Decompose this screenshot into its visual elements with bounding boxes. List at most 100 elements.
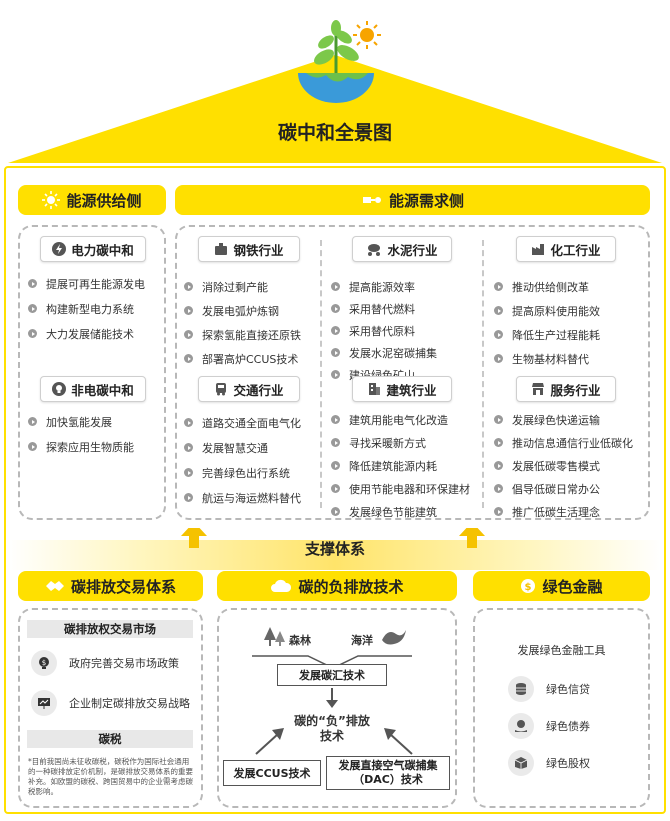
- list-item: 寻找采暖新方式: [327, 435, 470, 451]
- coin-stack-icon: [508, 676, 534, 702]
- list-item: 发展电弧炉炼钢: [180, 303, 301, 319]
- list-item: 降低建筑能源内耗: [327, 458, 470, 474]
- finance-tools-label: 发展绿色金融工具: [517, 644, 606, 657]
- carbon-tax-label: 碳税: [27, 730, 193, 748]
- power-list: 提展可再生能源发电 构建新型电力系统 大力发展储能技术: [24, 276, 145, 342]
- column-divider: [320, 240, 322, 508]
- supply-side-header: 能源供给侧: [18, 185, 166, 215]
- list-item: 采用替代燃料: [327, 301, 437, 317]
- list-item: 发展水泥窑碳捕集: [327, 345, 437, 361]
- box-icon: [508, 750, 534, 776]
- green-finance-header: $ 绿色金融: [473, 571, 650, 601]
- list-item: 推动供给侧改革: [490, 279, 600, 295]
- sun-icon: [42, 191, 61, 209]
- list-item: 使用节能电器和环保建材: [327, 481, 470, 497]
- green-finance-panel: [473, 608, 650, 808]
- green-bond-row: 绿色债券: [508, 713, 590, 739]
- list-item: 提高原料使用能效: [490, 303, 600, 319]
- cement-mixer-icon: [366, 242, 382, 256]
- list-item: 发展智慧交通: [180, 440, 301, 456]
- building-industry-chip: 建筑行业: [352, 376, 452, 402]
- steel-list: 消除过剩产能 发展电弧炉炼钢 探索氢能直接还原铁 部署高炉CCUS技术: [180, 279, 301, 367]
- ocean-label: 海洋: [351, 634, 373, 647]
- earth-plant-icon: [298, 20, 374, 103]
- list-item: 完善绿色出行系统: [180, 465, 301, 481]
- list-item: 道路交通全面电气化: [180, 415, 301, 431]
- carbon-trading-panel: [18, 608, 203, 808]
- nonpower-list: 加快氢能发展 探索应用生物质能: [24, 414, 134, 455]
- green-equity-row: 绿色股权: [508, 750, 590, 776]
- roof-graphic: [8, 55, 662, 163]
- carbon-tax-note: *目前我国尚未征收碳税，碳税作为国际社会通用的一种碳排放定价机制，是碳排放交易体…: [28, 757, 193, 796]
- steel-icon: [214, 242, 228, 256]
- arrow-up-right-icon: [255, 728, 284, 755]
- list-item: 大力发展储能技术: [24, 326, 145, 342]
- carbon-market-label: 碳排放权交易市场: [27, 620, 193, 638]
- demand-panel: [175, 225, 650, 520]
- handshake-icon: [45, 579, 65, 593]
- lightning-icon: [52, 242, 67, 256]
- list-item: 构建新型电力系统: [24, 301, 145, 317]
- nonpower-carbon-neutral-chip: 非电碳中和: [40, 376, 146, 402]
- supply-panel: [18, 225, 166, 520]
- list-item: 建筑用能电气化改造: [327, 412, 470, 428]
- demand-side-header: 能源需求侧: [175, 185, 650, 215]
- support-system-title: 支撑体系: [304, 540, 365, 558]
- column-divider: [482, 240, 484, 508]
- power-carbon-neutral-chip: 电力碳中和: [40, 236, 146, 262]
- cement-list: 提高能源效率 采用替代燃料 采用替代原料 发展水泥窑碳捕集 建设绿色矿山: [327, 279, 437, 383]
- list-item: 部署高炉CCUS技术: [180, 351, 301, 367]
- bulb-money-icon: $: [31, 650, 57, 676]
- carbon-sink-box: 发展碳汇技术: [277, 664, 387, 686]
- bulb-icon: [52, 382, 67, 396]
- carbon-trading-header: 碳排放交易体系: [18, 571, 203, 601]
- shop-icon: [531, 382, 545, 396]
- list-item: 采用替代原料: [327, 323, 437, 339]
- list-item: 推广低碳生活理念: [490, 504, 633, 520]
- list-item: 消除过剩产能: [180, 279, 301, 295]
- service-industry-chip: 服务行业: [516, 376, 616, 402]
- dac-box: 发展直接空气碳捕集 （DAC）技术: [326, 756, 450, 790]
- presentation-chart-icon: [31, 690, 57, 716]
- list-item: 发展绿色快递运输: [490, 412, 633, 428]
- list-item: 探索氢能直接还原铁: [180, 327, 301, 343]
- list-item: 发展低碳零售模式: [490, 458, 633, 474]
- arrow-down-icon: [326, 688, 338, 708]
- list-item: 提高能源效率: [327, 279, 437, 295]
- building-icon: [367, 382, 381, 396]
- list-item: 生物基材料替代: [490, 351, 600, 367]
- svg-text:$: $: [42, 659, 46, 667]
- cement-industry-chip: 水泥行业: [352, 236, 452, 262]
- list-item: 推动信息通信行业低碳化: [490, 435, 633, 451]
- support-band: [8, 528, 662, 570]
- list-item: 发展绿色节能建筑: [327, 504, 470, 520]
- bus-icon: [214, 382, 228, 396]
- chemical-industry-chip: 化工行业: [516, 236, 616, 262]
- globe-hand-icon: [508, 713, 534, 739]
- sun-icon: [353, 21, 381, 49]
- outer-frame: [4, 166, 666, 814]
- building-list: 建筑用能电气化改造 寻找采暖新方式 降低建筑能源内耗 使用节能电器和环保建材 发…: [327, 412, 470, 520]
- steel-industry-chip: 钢铁行业: [198, 236, 300, 262]
- coins-icon: $: [520, 578, 536, 594]
- list-item: 加快氢能发展: [24, 414, 134, 430]
- service-list: 发展绿色快递运输 推动信息通信行业低碳化 发展低碳零售模式 倡导低碳日常办公 推…: [490, 412, 633, 520]
- ccus-box: 发展CCUS技术: [223, 760, 321, 786]
- plug-sun-icon: [361, 191, 383, 209]
- cloud-co2-icon: [270, 579, 292, 593]
- list-item: 降低生产过程能耗: [490, 327, 600, 343]
- page-title: 碳中和全景图: [277, 122, 392, 144]
- transport-list: 道路交通全面电气化 发展智慧交通 完善绿色出行系统 航运与海运燃料替代: [180, 415, 301, 506]
- factory-icon: [531, 242, 545, 256]
- arrow-up-left-icon: [384, 728, 413, 755]
- enterprise-strategy-row: 企业制定碳排放交易战略: [31, 690, 190, 716]
- negative-emission-header: 碳的负排放技术: [217, 571, 457, 601]
- government-policy-row: $ 政府完善交易市场政策: [31, 650, 179, 676]
- chemical-list: 推动供给侧改革 提高原料使用能效 降低生产过程能耗 生物基材料替代: [490, 279, 600, 367]
- list-item: 航运与海运燃料替代: [180, 490, 301, 506]
- negative-emission-panel: [217, 608, 457, 808]
- svg-text:$: $: [525, 582, 532, 593]
- transport-industry-chip: 交通行业: [198, 376, 300, 402]
- green-credit-row: 绿色信贷: [508, 676, 590, 702]
- list-item: 探索应用生物质能: [24, 439, 134, 455]
